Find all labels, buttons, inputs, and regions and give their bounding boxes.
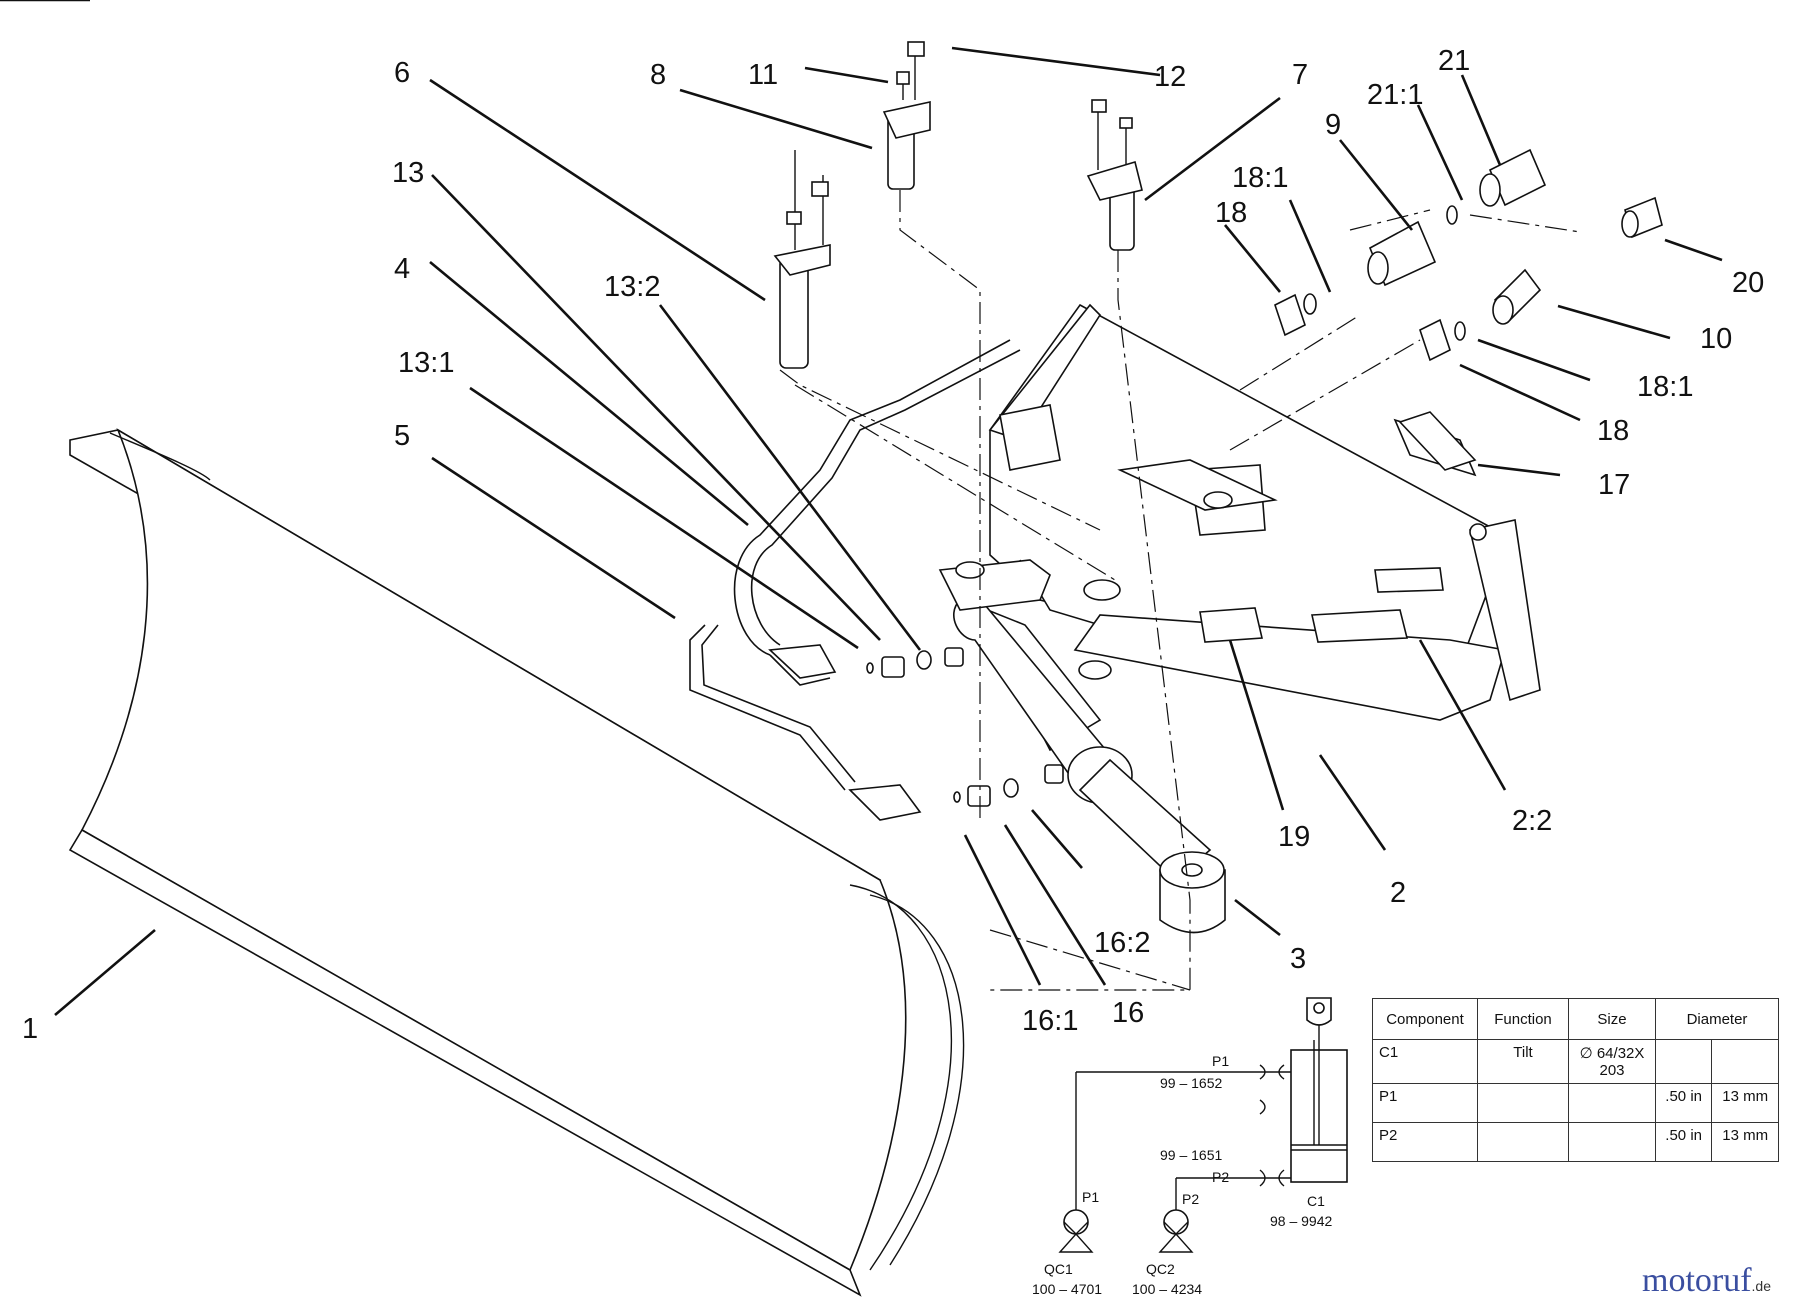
table-cell-component: P2 <box>1372 1122 1478 1162</box>
schematic-qc1-part: 100 – 4701 <box>1032 1281 1102 1297</box>
motoruf-watermark-logo: motoruf.de <box>1642 1262 1771 1300</box>
callout-10: 10 <box>1700 323 1732 355</box>
callout-6: 6 <box>394 57 410 89</box>
callout-7: 7 <box>1292 59 1308 91</box>
component-spec-table: Component Function Size Diameter C1 Tilt… <box>1372 998 1779 1162</box>
callout-2-2: 2:2 <box>1512 805 1552 837</box>
table-header-size: Size <box>1568 998 1656 1040</box>
table-cell-diam-mm: 13 mm <box>1711 1122 1779 1162</box>
table-row: P2 .50 in 13 mm <box>1372 1122 1779 1162</box>
callout-13: 13 <box>392 157 424 189</box>
table-cell-size: ∅ 64/32X 203 <box>1568 1039 1656 1084</box>
callout-5: 5 <box>394 420 410 452</box>
table-cell-component: P1 <box>1372 1083 1478 1123</box>
schematic-qc2-part: 100 – 4234 <box>1132 1281 1202 1297</box>
schematic-p1-part: 99 – 1652 <box>1160 1075 1222 1091</box>
callout-2: 2 <box>1390 877 1406 909</box>
schematic-p1-top: P1 <box>1212 1053 1229 1069</box>
table-cell-function <box>1477 1122 1569 1162</box>
callout-18-lower: 18 <box>1597 415 1629 447</box>
table-cell-diam-mm <box>1711 1039 1779 1084</box>
hydraulic-schematic: P1 99 – 1652 99 – 1651 P2 P1 P2 C1 98 – … <box>1032 997 1348 1297</box>
table-cell-diam-in: .50 in <box>1654 1122 1713 1162</box>
leader-lines <box>0 0 1723 1016</box>
mount-frame <box>988 303 1541 721</box>
table-cell-diam-in: .50 in <box>1654 1083 1713 1123</box>
callout-17: 17 <box>1598 469 1630 501</box>
schematic-qc1-label: QC1 <box>1044 1261 1073 1277</box>
table-cell-diam-mm: 13 mm <box>1711 1083 1779 1123</box>
table-cell-function <box>1477 1083 1569 1123</box>
callout-16: 16 <box>1112 997 1144 1029</box>
schematic-p2-qc: P2 <box>1182 1191 1199 1207</box>
table-header-diameter: Diameter <box>1655 998 1779 1040</box>
callout-12: 12 <box>1154 61 1186 93</box>
schematic-p1-qc: P1 <box>1082 1189 1099 1205</box>
callout-1: 1 <box>22 1013 38 1045</box>
callout-20: 20 <box>1732 267 1764 299</box>
callout-16-2: 16:2 <box>1094 927 1150 959</box>
schematic-p2-part: 99 – 1651 <box>1160 1147 1222 1163</box>
table-header-row: Component Function Size Diameter <box>1372 998 1779 1040</box>
schematic-c1-part: 98 – 9942 <box>1270 1213 1332 1229</box>
hoses <box>689 339 1021 791</box>
callout-13-1: 13:1 <box>398 347 454 379</box>
table-cell-size <box>1568 1083 1656 1123</box>
table-cell-function: Tilt <box>1477 1039 1569 1084</box>
table-row: C1 Tilt ∅ 64/32X 203 <box>1372 1039 1779 1084</box>
schematic-qc2-label: QC2 <box>1146 1261 1175 1277</box>
table-cell-size <box>1568 1122 1656 1162</box>
watermark-brand: motoruf <box>1642 1262 1752 1299</box>
schematic-c1-label: C1 <box>1307 1193 1325 1209</box>
table-row: P1 .50 in 13 mm <box>1372 1083 1779 1123</box>
pivot-pins <box>773 41 1143 369</box>
fittings <box>768 644 1064 821</box>
callout-3: 3 <box>1290 943 1306 975</box>
callout-8: 8 <box>650 59 666 91</box>
callout-4: 4 <box>394 253 410 285</box>
watermark-tld: .de <box>1751 1278 1772 1294</box>
callout-21: 21 <box>1438 45 1470 77</box>
callout-9: 9 <box>1325 109 1341 141</box>
callout-18-1-lower: 18:1 <box>1637 371 1693 403</box>
callout-18-upper: 18 <box>1215 197 1247 229</box>
callout-21-1: 21:1 <box>1367 79 1423 111</box>
tilt-cylinder <box>938 559 1226 934</box>
blade <box>68 428 965 1297</box>
table-cell-diam-in <box>1654 1039 1713 1084</box>
schematic-p2-mid: P2 <box>1212 1169 1229 1185</box>
callout-18-1-upper: 18:1 <box>1232 162 1288 194</box>
callout-16-1: 16:1 <box>1022 1005 1078 1037</box>
couplers <box>1274 148 1663 471</box>
callout-labels: 1 2 2:2 3 4 5 6 7 8 9 10 11 12 13 13:1 1… <box>22 45 1764 1045</box>
table-header-component: Component <box>1372 998 1478 1040</box>
callout-11: 11 <box>748 59 778 91</box>
callout-13-2: 13:2 <box>604 271 660 303</box>
callout-19: 19 <box>1278 821 1310 853</box>
table-header-function: Function <box>1477 998 1569 1040</box>
table-cell-component: C1 <box>1372 1039 1478 1084</box>
